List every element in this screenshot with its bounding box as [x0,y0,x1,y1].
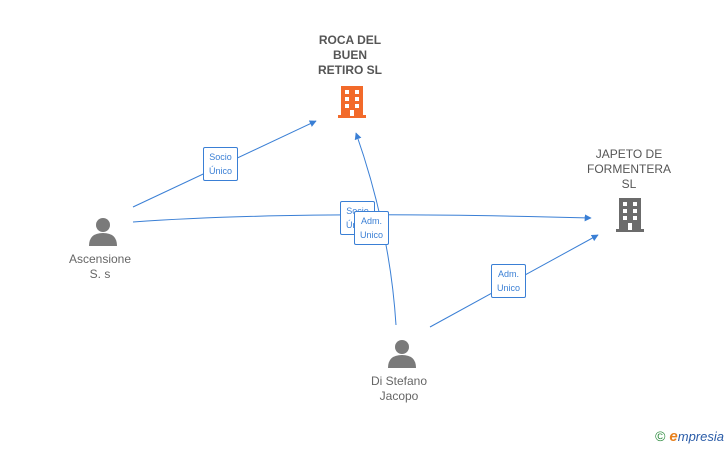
company-label-line: RETIRO SL [317,63,382,77]
building-icon[interactable] [614,196,646,232]
person-label-line: S. s [89,267,111,281]
company-label-line: BUEN [332,48,367,62]
company-label-japeto[interactable]: JAPETO DE FORMENTERA SL [579,147,679,192]
person-label-line: Di Stefano [370,374,428,388]
edge-label-adm-unico: Adm. Unico [354,211,390,245]
edge-label-line: Único [209,166,233,176]
edge-ascensione-japeto [132,214,592,223]
person-icon[interactable] [88,216,118,246]
copyright-icon: © [655,428,666,444]
brand-logo-text: mpresia [677,429,724,444]
company-label-line: FORMENTERA [587,162,671,176]
company-label-roca[interactable]: ROCA DEL BUEN RETIRO SL [300,33,400,78]
edge-label-line: Unico [360,230,384,240]
edge-label-line: Socio [209,152,232,162]
company-label-line: ROCA DEL [318,33,382,47]
edge-label-line: Adm. [498,269,520,279]
person-label-ascensione[interactable]: Ascensione S. s [50,252,150,282]
person-label-distefano[interactable]: Di Stefano Jacopo [349,374,449,404]
edge-label-line: Adm. [361,216,383,226]
person-label-line: Jacopo [379,389,419,403]
brand-footer: ©empresia [655,428,724,445]
brand-logo-initial: e [669,428,678,445]
edge-label-adm-unico: Adm. Unico [491,264,527,298]
edge-label-socio-unico: Socio Único [203,147,239,181]
company-label-line: JAPETO DE [595,147,663,161]
building-icon[interactable] [336,84,368,118]
person-label-line: Ascensione [68,252,132,266]
company-label-line: SL [621,177,637,191]
person-icon[interactable] [387,338,417,368]
edge-label-line: Unico [497,283,521,293]
